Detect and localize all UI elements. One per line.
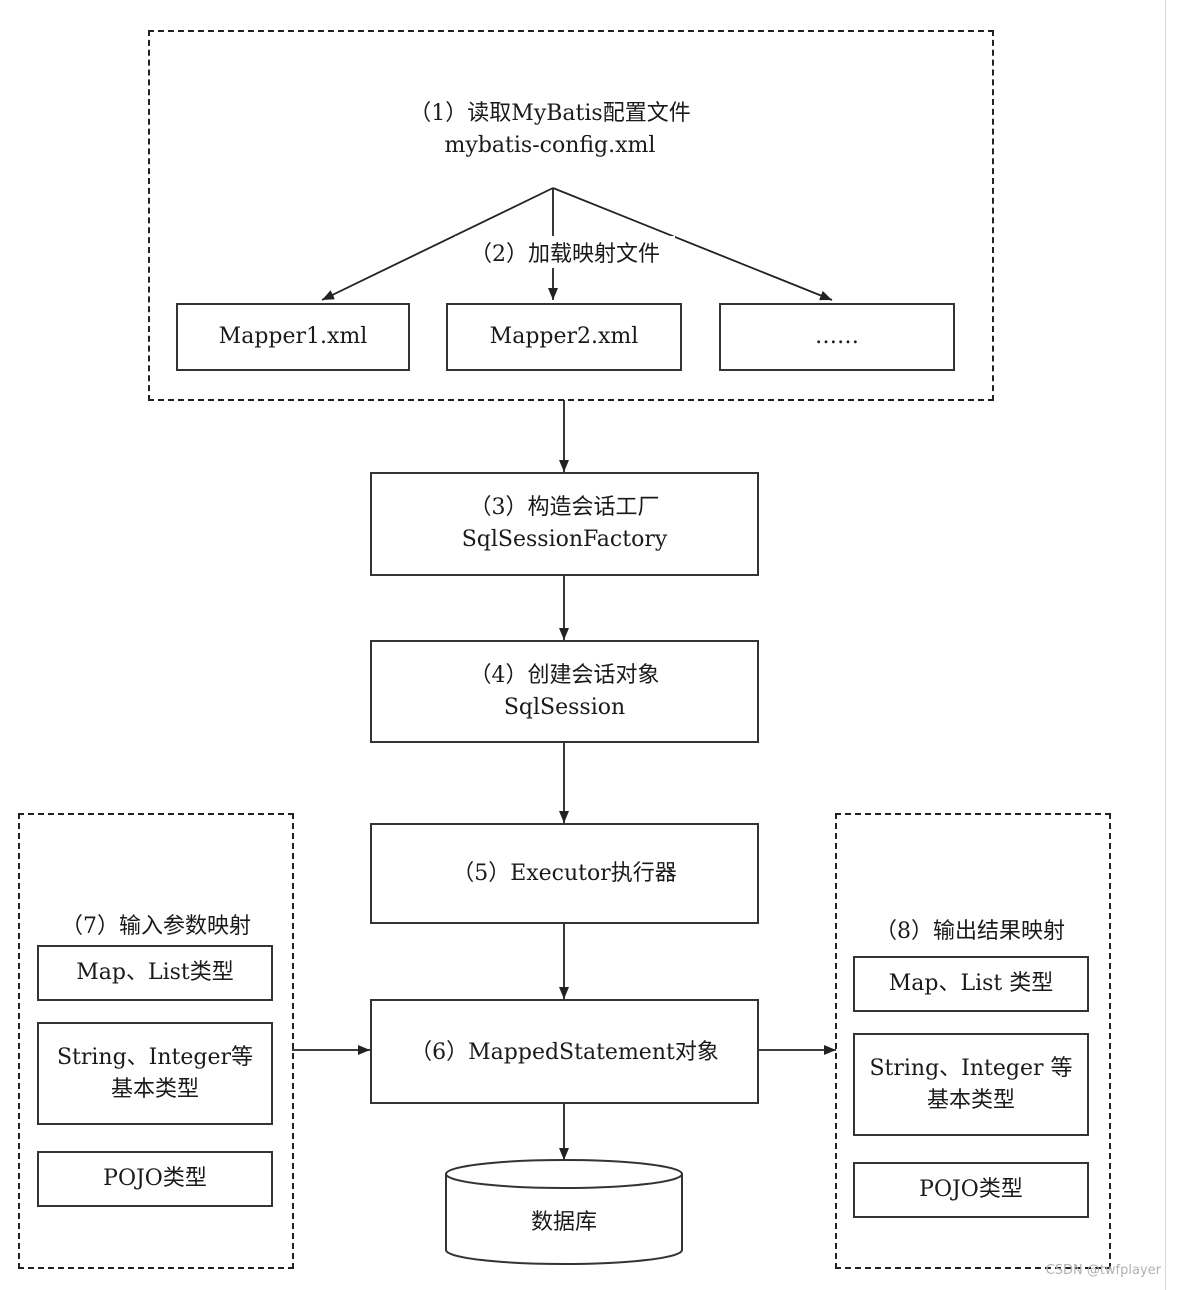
output-map-list-label: Map、List 类型 (888, 971, 1054, 997)
mapper2-label: Mapper2.xml (489, 324, 639, 350)
input-mapping-group (18, 813, 294, 1269)
step8-title: （8）输出结果映射 (875, 919, 1065, 944)
step1-line1: （1）读取MyBatis配置文件 (409, 101, 691, 126)
step4-line1: （4）创建会话对象 (469, 662, 660, 688)
mapper1-box: Mapper1.xml (176, 303, 410, 371)
output-map-list-box: Map、List 类型 (853, 956, 1089, 1012)
step1-line2: mybatis-config.xml (444, 132, 656, 158)
arrow-to-mapper3 (552, 187, 833, 301)
arrow-to-mapper1 (321, 187, 554, 301)
step6-box: （6）MappedStatement对象 (370, 999, 759, 1104)
output-basic-line2: 基本类型 (926, 1087, 1015, 1113)
watermark: CSDN @twfplayer (1045, 1263, 1161, 1278)
step6-label: （6）MappedStatement对象 (410, 1040, 719, 1065)
step7-title: （7）输入参数映射 (61, 914, 251, 939)
mapper2-box: Mapper2.xml (446, 303, 682, 371)
step4-line2: SqlSession (503, 694, 626, 720)
step3-box: （3）构造会话工厂 SqlSessionFactory (370, 472, 759, 576)
input-basic-line2: 基本类型 (110, 1076, 199, 1102)
input-basic-line1: String、Integer等 (56, 1044, 254, 1070)
database-cylinder (445, 1159, 683, 1265)
input-map-list-label: Map、List类型 (76, 960, 234, 986)
step2-label: （2）加载映射文件 (455, 236, 675, 268)
step5-label: （5）Executor执行器 (452, 860, 677, 886)
step1-title: （1）读取MyBatis配置文件 mybatis-config.xml (340, 98, 760, 162)
input-pojo-label: POJO类型 (103, 1166, 207, 1192)
page-edge-line (1165, 0, 1166, 1290)
output-mapping-group (835, 813, 1111, 1269)
database-label: 数据库 (530, 1210, 597, 1235)
step3-line1: （3）构造会话工厂 (469, 495, 660, 521)
input-pojo-box: POJO类型 (37, 1151, 273, 1207)
config-group (148, 30, 994, 401)
output-pojo-box: POJO类型 (853, 1162, 1089, 1218)
input-basic-types-box: String、Integer等 基本类型 (37, 1022, 273, 1125)
output-pojo-label: POJO类型 (919, 1177, 1023, 1203)
output-basic-types-box: String、Integer 等 基本类型 (853, 1033, 1089, 1136)
step4-box: （4）创建会话对象 SqlSession (370, 640, 759, 743)
mapper-more-box: …… (719, 303, 955, 371)
mapper1-label: Mapper1.xml (218, 324, 368, 350)
step3-line2: SqlSessionFactory (461, 527, 668, 552)
mapper-more-label: …… (815, 324, 859, 350)
input-map-list-box: Map、List类型 (37, 945, 273, 1001)
output-basic-line1: String、Integer 等 (869, 1055, 1073, 1081)
step5-box: （5）Executor执行器 (370, 823, 759, 924)
